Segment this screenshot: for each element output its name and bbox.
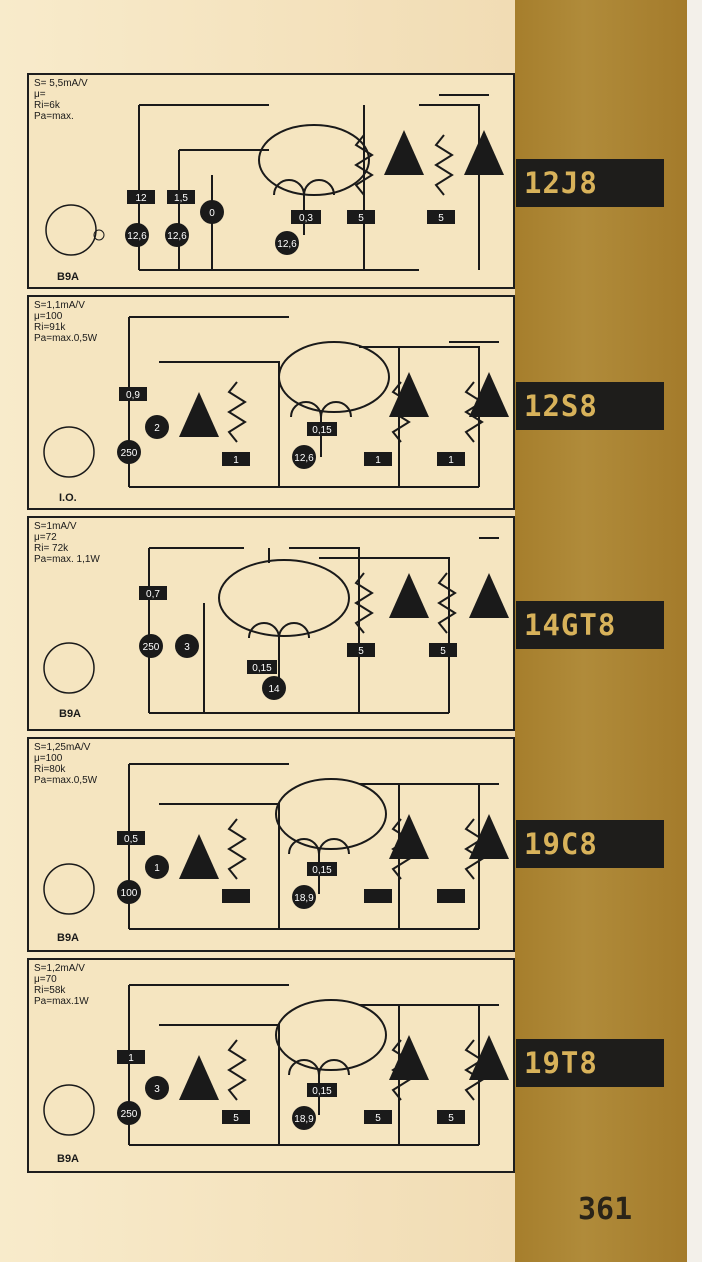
- value-label: 0,3: [299, 213, 313, 224]
- schematic-diagram: 0,5 1 100 0,15 18,9: [43, 763, 509, 930]
- tube-label-19t8: 19T8: [516, 1039, 664, 1087]
- value-label: 1: [128, 1053, 134, 1064]
- spec-line: Pa=max.: [34, 111, 74, 122]
- value-label: 14: [268, 684, 280, 695]
- value-label: 12,6: [167, 231, 187, 242]
- tube-panel-14gt8: S=1mA/V μ=72 Ri= 72k Pa=max. 1,1W 0,7 25…: [27, 516, 515, 731]
- page-edge: [687, 0, 702, 1262]
- spec-line: S=1,1mA/V: [34, 300, 85, 311]
- tube-label-14gt8: 14GT8: [516, 601, 664, 649]
- value-label: 0,15: [312, 865, 332, 876]
- value-label: 250: [121, 448, 138, 459]
- value-label: 5: [440, 646, 446, 657]
- value-label: 5: [233, 1113, 239, 1124]
- spec-block: S=1,2mA/V μ=70 Ri=58k Pa=max.1W: [34, 963, 89, 1007]
- value-label: 250: [121, 1109, 138, 1120]
- tube-panel-19c8: S=1,25mA/V μ=100 Ri=80k Pa=max.0,5W: [27, 737, 515, 952]
- value-label: 0,7: [146, 589, 160, 600]
- spec-line: μ=70: [34, 974, 57, 985]
- value-label: 12,6: [277, 239, 297, 250]
- socket-label: B9A: [57, 1153, 80, 1165]
- value-label: 0,15: [312, 425, 332, 436]
- value-label: 1: [448, 455, 454, 466]
- socket-label: B9A: [59, 708, 82, 720]
- spec-line: Pa=max. 1,1W: [34, 554, 100, 565]
- socket-label: B9A: [57, 932, 80, 944]
- schematic-diagram: 12 1,5 0 12,6 12,6 0,3 12,6 5 5: [45, 94, 504, 271]
- value-label: 0: [209, 208, 215, 219]
- spec-line: Pa=max.0,5W: [34, 775, 98, 786]
- value-label: 1,5: [174, 193, 188, 204]
- page-number: 361: [578, 1192, 633, 1227]
- value-label: 18,9: [294, 893, 314, 904]
- spec-block: S=1mA/V μ=72 Ri= 72k Pa=max. 1,1W: [34, 521, 100, 565]
- schematic-diagram: 0,9 2 250 0,15 12,6 1 1 1: [43, 316, 509, 488]
- tube-label-19c8: 19C8: [516, 820, 664, 868]
- value-label: 1: [375, 455, 381, 466]
- value-label: 100: [121, 888, 138, 899]
- spec-block: S=1,25mA/V μ=100 Ri=80k Pa=max.0,5W: [34, 742, 97, 786]
- value-label: 3: [184, 642, 190, 653]
- value-label: 0,5: [124, 834, 138, 845]
- value-label: 0,15: [252, 663, 272, 674]
- value-label: 250: [143, 642, 160, 653]
- spec-line: Ri=91k: [34, 322, 66, 333]
- spec-line: μ=72: [34, 532, 57, 543]
- spec-line: μ=100: [34, 311, 63, 322]
- spec-line: S=1mA/V: [34, 521, 77, 532]
- value-label: 3: [154, 1084, 160, 1095]
- spec-line: Ri= 72k: [34, 543, 69, 554]
- value-label: 5: [358, 646, 364, 657]
- spec-line: Ri=58k: [34, 985, 66, 996]
- spec-line: S=1,25mA/V: [34, 742, 91, 753]
- value-label: 5: [358, 213, 364, 224]
- value-label: 1: [154, 863, 160, 874]
- tube-panel-19t8: S=1,2mA/V μ=70 Ri=58k Pa=max.1W: [27, 958, 515, 1173]
- value-label: 12,6: [127, 231, 147, 242]
- spec-line: Pa=max.0,5W: [34, 333, 98, 344]
- spec-line: Pa=max.1W: [34, 996, 89, 1007]
- value-label: 18,9: [294, 1114, 314, 1125]
- value-label: 2: [154, 423, 160, 434]
- spec-line: S= 5,5mA/V: [34, 78, 88, 89]
- tube-label-12j8: 12J8: [516, 159, 664, 207]
- tube-panel-12s8: S=1,1mA/V μ=100 Ri=91k Pa=max.0,5W: [27, 295, 515, 510]
- spec-line: S=1,2mA/V: [34, 963, 85, 974]
- socket-label: I.O.: [59, 492, 77, 504]
- spec-block: S= 5,5mA/V μ= Ri=6k Pa=max.: [34, 78, 88, 122]
- value-label: 12: [135, 193, 147, 204]
- value-label: 5: [438, 213, 444, 224]
- value-label: 0,9: [126, 390, 140, 401]
- value-label: 5: [375, 1113, 381, 1124]
- value-label: 1: [233, 455, 239, 466]
- tube-panel-12j8: S= 5,5mA/V μ= Ri=6k Pa=max. 12: [27, 73, 515, 289]
- spec-line: μ=100: [34, 753, 63, 764]
- spec-line: Ri=6k: [34, 100, 60, 111]
- value-label: 5: [448, 1113, 454, 1124]
- tube-label-12s8: 12S8: [516, 382, 664, 430]
- spec-line: Ri=80k: [34, 764, 66, 775]
- schematic-diagram: 0,7 250 3 0,15 14 5 5: [43, 537, 509, 714]
- spec-line: μ=: [34, 89, 46, 100]
- schematic-diagram: 1 3 250 0,15 18,9 5 5 5: [43, 984, 509, 1146]
- value-label: 0,15: [312, 1086, 332, 1097]
- value-label: 12,6: [294, 453, 314, 464]
- socket-label: B9A: [57, 271, 80, 283]
- spec-block: S=1,1mA/V μ=100 Ri=91k Pa=max.0,5W: [34, 300, 97, 344]
